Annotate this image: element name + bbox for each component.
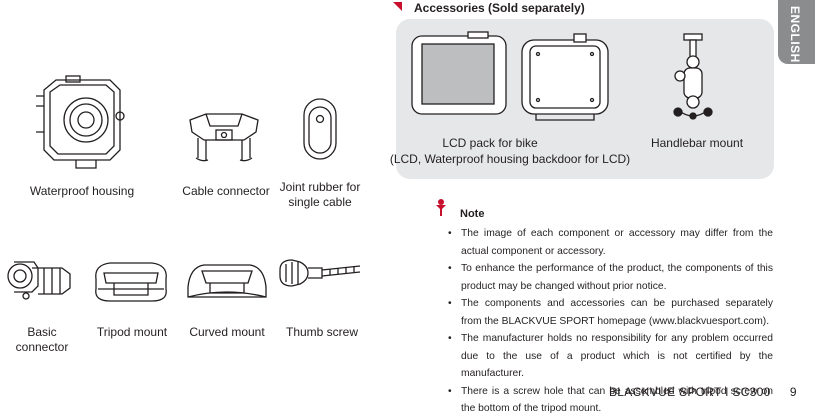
caption-waterproof-housing: Waterproof housing <box>29 184 135 198</box>
page-number: 9 <box>789 385 797 399</box>
caption-lcd-pack-detail: (LCD, Waterproof housing backdoor for LC… <box>389 152 631 166</box>
curved-mount-illustration <box>187 264 267 298</box>
caption-handlebar-mount: Handlebar mount <box>650 136 744 150</box>
basic-connector-illustration <box>7 261 71 300</box>
caption-cable-connector: Cable connector <box>182 184 270 198</box>
caption-joint-rubber-line1: Joint rubber for <box>279 180 361 194</box>
section-title: Accessories (Sold separately) <box>414 1 585 15</box>
note-icon <box>436 199 446 216</box>
page-footer: BLACKVUE SPORT I SC300 9 <box>609 385 797 399</box>
joint-rubber-illustration <box>303 98 337 160</box>
note-title: Note <box>460 208 485 220</box>
note-item: To enhance the performance of the produc… <box>447 260 773 295</box>
note-item: The components and accessories can be pu… <box>447 295 773 330</box>
language-tab-label: ENGLISH <box>788 6 802 63</box>
handlebar-mount-illustration <box>673 33 713 120</box>
cable-connector-illustration <box>189 113 259 162</box>
tripod-mount-illustration <box>95 262 167 302</box>
caption-basic-connector: Basic connector <box>15 325 69 354</box>
note-item: The image of each component or accessory… <box>447 225 773 260</box>
caption-joint-rubber-line2: single cable <box>288 195 352 209</box>
caption-lcd-pack: LCD pack for bike <box>442 136 538 150</box>
thumb-screw-illustration <box>279 259 361 287</box>
lcd-pack-illustration <box>411 31 507 115</box>
caption-tripod-mount: Tripod mount <box>96 325 168 339</box>
caption-thumb-screw: Thumb screw <box>285 325 359 339</box>
section-marker <box>393 2 402 11</box>
lcd-backdoor-illustration <box>521 33 609 121</box>
note-item: The manufacturer holds no responsibility… <box>447 330 773 383</box>
footer-brand: BLACKVUE SPORT I SC300 <box>609 385 771 399</box>
caption-curved-mount: Curved mount <box>189 325 265 339</box>
language-tab: ENGLISH <box>778 0 815 64</box>
caption-joint-rubber: Joint rubber for single cable <box>268 180 372 210</box>
waterproof-housing-illustration <box>36 75 125 169</box>
